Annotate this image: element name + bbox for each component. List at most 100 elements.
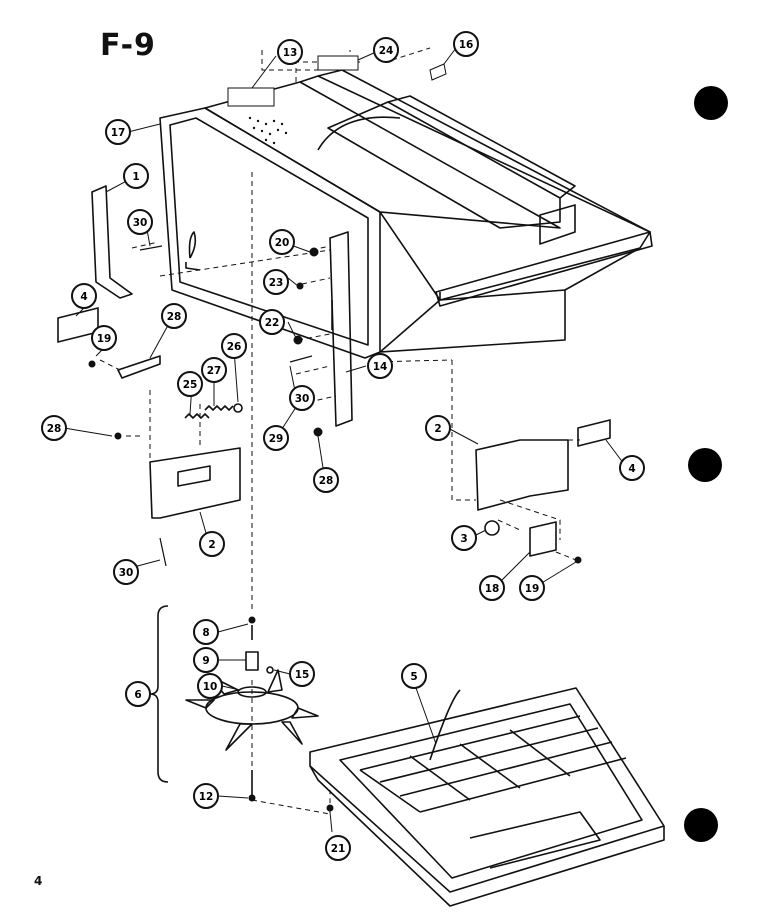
svg-text:4: 4 bbox=[628, 463, 635, 475]
svg-text:20: 20 bbox=[275, 237, 290, 249]
callout-24: 24 bbox=[373, 37, 399, 63]
top-ledge-shelf bbox=[435, 231, 653, 307]
top-vent-holes bbox=[248, 116, 288, 145]
lever-left bbox=[117, 355, 161, 379]
svg-text:5: 5 bbox=[410, 671, 417, 683]
callout-12: 12 bbox=[193, 783, 219, 809]
svg-text:15: 15 bbox=[295, 669, 310, 681]
top-rear-edge bbox=[299, 75, 651, 301]
callout-19: 19 bbox=[91, 325, 117, 351]
figure-title: F-9 bbox=[100, 28, 156, 63]
callout-25: 25 bbox=[177, 371, 203, 397]
svg-text:8: 8 bbox=[202, 627, 209, 639]
svg-text:12: 12 bbox=[199, 791, 214, 803]
callout-27: 27 bbox=[201, 357, 227, 383]
left-bracket bbox=[91, 185, 133, 299]
svg-text:13: 13 bbox=[283, 47, 298, 59]
svg-text:23: 23 bbox=[269, 277, 284, 289]
callout-2: 2 bbox=[199, 531, 225, 557]
callout-5: 5 bbox=[401, 663, 427, 689]
svg-text:19: 19 bbox=[525, 583, 540, 595]
screw-8-head bbox=[248, 616, 256, 624]
callout-17: 17 bbox=[105, 119, 131, 145]
svg-text:26: 26 bbox=[227, 341, 242, 353]
callout-2: 2 bbox=[425, 415, 451, 441]
latch-hook bbox=[188, 231, 197, 259]
svg-text:30: 30 bbox=[295, 393, 310, 405]
part-13-body bbox=[227, 87, 275, 107]
svg-text:18: 18 bbox=[485, 583, 500, 595]
callout-28: 28 bbox=[313, 467, 339, 493]
svg-text:21: 21 bbox=[331, 843, 346, 855]
svg-text:10: 10 bbox=[203, 681, 218, 693]
svg-text:27: 27 bbox=[207, 365, 222, 377]
svg-text:3: 3 bbox=[460, 533, 467, 545]
cavity-housing bbox=[159, 69, 653, 359]
callout-4: 4 bbox=[71, 283, 97, 309]
part-24-body bbox=[317, 55, 359, 71]
screw-21 bbox=[326, 804, 334, 812]
callout-13: 13 bbox=[277, 39, 303, 65]
svg-text:2: 2 bbox=[208, 539, 215, 551]
callout-28: 28 bbox=[161, 303, 187, 329]
callout-29: 29 bbox=[263, 425, 289, 451]
top-arc bbox=[317, 116, 401, 151]
callout-1: 1 bbox=[123, 163, 149, 189]
bracket-window-left bbox=[177, 465, 211, 487]
punch-hole-top bbox=[694, 86, 728, 120]
front-face-panel bbox=[169, 117, 369, 346]
screw-28-left bbox=[114, 432, 122, 440]
callout-3: 3 bbox=[451, 525, 477, 551]
callout-21: 21 bbox=[325, 835, 351, 861]
nut-20 bbox=[309, 247, 319, 257]
screw-19-left bbox=[88, 360, 96, 368]
svg-text:2: 2 bbox=[434, 423, 441, 435]
right-wall-top-edge bbox=[564, 247, 641, 291]
callout-28: 28 bbox=[41, 415, 67, 441]
spring-25 bbox=[184, 413, 210, 419]
callout-6: 6 bbox=[125, 681, 151, 707]
callout-4: 4 bbox=[619, 455, 645, 481]
bottom-tray bbox=[309, 687, 665, 907]
waveguide-end-block bbox=[539, 204, 576, 245]
screw-19-right bbox=[574, 556, 582, 564]
callout-30: 30 bbox=[127, 209, 153, 235]
callout-10: 10 bbox=[197, 673, 223, 699]
right-side-wall bbox=[379, 289, 566, 353]
group-brace-6 bbox=[149, 605, 169, 783]
callout-8: 8 bbox=[193, 619, 219, 645]
svg-text:29: 29 bbox=[269, 433, 284, 445]
svg-text:17: 17 bbox=[111, 127, 126, 139]
interlock-bracket-left bbox=[149, 447, 241, 519]
svg-text:28: 28 bbox=[167, 311, 182, 323]
svg-text:25: 25 bbox=[183, 379, 198, 391]
screw-28-mid bbox=[313, 427, 323, 437]
page-number: 4 bbox=[34, 874, 43, 888]
callout-23: 23 bbox=[263, 269, 289, 295]
callout-20: 20 bbox=[269, 229, 295, 255]
callout-30: 30 bbox=[113, 559, 139, 585]
callouts: 1 2 2 3 4 4 5 6 8 9 10 12 13 14 15 16 17… bbox=[41, 31, 645, 861]
callout-22: 22 bbox=[259, 309, 285, 335]
svg-text:1: 1 bbox=[132, 171, 139, 183]
micro-switch-right bbox=[529, 521, 557, 557]
latch-notch bbox=[185, 262, 201, 271]
svg-text:24: 24 bbox=[379, 45, 394, 57]
waveguide-top bbox=[387, 95, 576, 199]
svg-text:28: 28 bbox=[319, 475, 334, 487]
punch-hole-bottom bbox=[684, 808, 718, 842]
punch-hole-middle bbox=[688, 448, 722, 482]
svg-text:30: 30 bbox=[119, 567, 134, 579]
svg-text:14: 14 bbox=[373, 361, 388, 373]
svg-text:16: 16 bbox=[459, 39, 474, 51]
svg-text:4: 4 bbox=[80, 291, 87, 303]
bushing-9 bbox=[245, 651, 259, 671]
svg-text:6: 6 bbox=[134, 689, 141, 701]
callout-18: 18 bbox=[479, 575, 505, 601]
pins-30 bbox=[139, 245, 313, 567]
hardware bbox=[88, 55, 582, 812]
knob-3 bbox=[484, 520, 500, 536]
label-plate-right bbox=[577, 419, 611, 447]
control-bracket-right bbox=[329, 231, 353, 427]
